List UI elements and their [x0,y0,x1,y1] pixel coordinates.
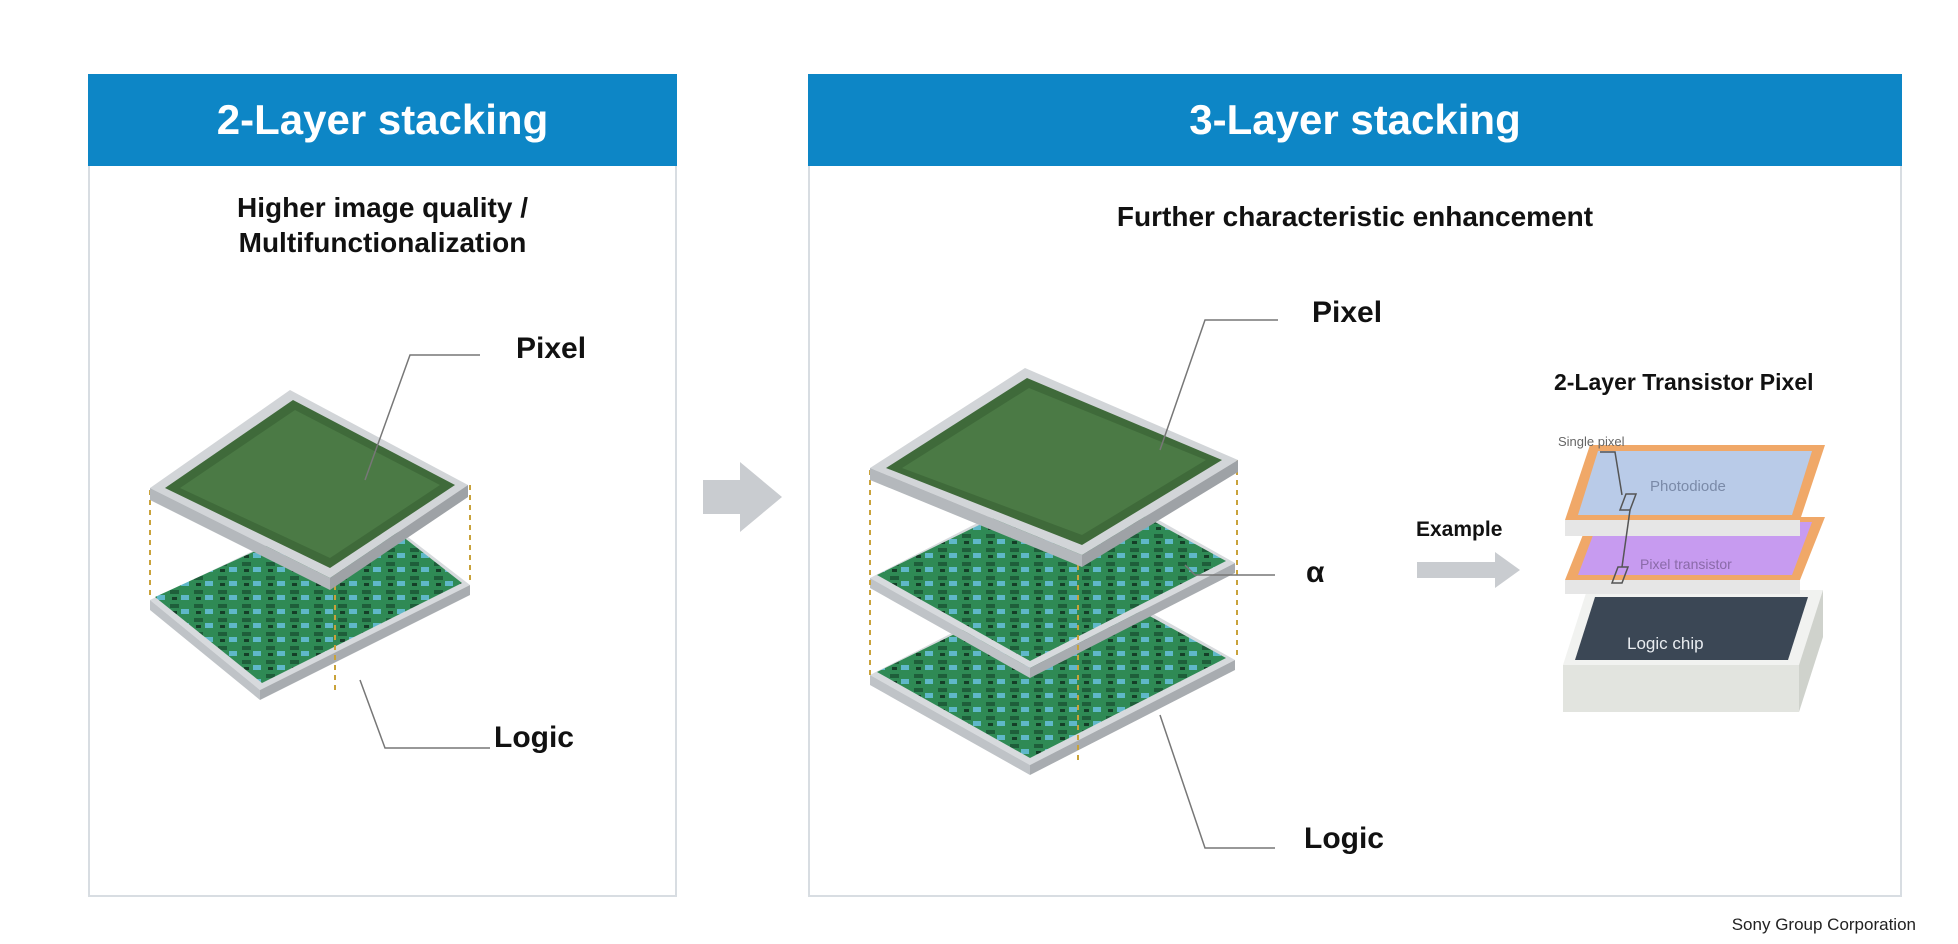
right-subtitle: Further characteristic enhancement [1116,201,1594,232]
stacking-arrow [703,462,782,532]
left-label-pixel: Pixel [516,332,587,365]
single-pixel-marker [1600,451,1638,584]
right-panel-title: 3-Layer stacking [1189,96,1521,143]
right-label-logic: Logic [1304,822,1384,855]
right-callouts [1159,319,1278,849]
inset-single-pixel-label: Single pixel [1558,434,1625,449]
left-panel-header: 2-Layer stacking [88,74,677,166]
example-label: Example [1416,518,1503,541]
left-subtitle-line2: Multifunctionalization [238,227,527,258]
inset-logic-chip [1563,590,1823,712]
left-callouts [359,354,490,749]
footer-credit: Sony Group Corporation [1731,915,1916,934]
right-label-pixel: Pixel [1312,296,1383,329]
right-panel-header: 3-Layer stacking [808,74,1902,166]
example-arrow [1417,552,1520,588]
left-label-logic: Logic [494,721,574,754]
left-subtitle: Higher image quality / Multifunctionaliz… [150,190,615,260]
left-panel-title: 2-Layer stacking [216,96,549,143]
inset-photodiode-layer [1565,445,1825,536]
inset-logic-chip-label: Logic chip [1627,634,1704,653]
right-label-alpha: α [1306,556,1325,589]
right-pixel-layer [870,368,1238,567]
inset-photodiode-label: Photodiode [1650,478,1726,495]
left-subtitle-line1: Higher image quality / [237,192,528,223]
inset-pixel-transistor-label: Pixel transistor [1640,556,1732,572]
left-pixel-layer [150,390,468,590]
inset-title: 2-Layer Transistor Pixel [1554,369,1814,395]
right-guide-lines [869,460,1238,765]
